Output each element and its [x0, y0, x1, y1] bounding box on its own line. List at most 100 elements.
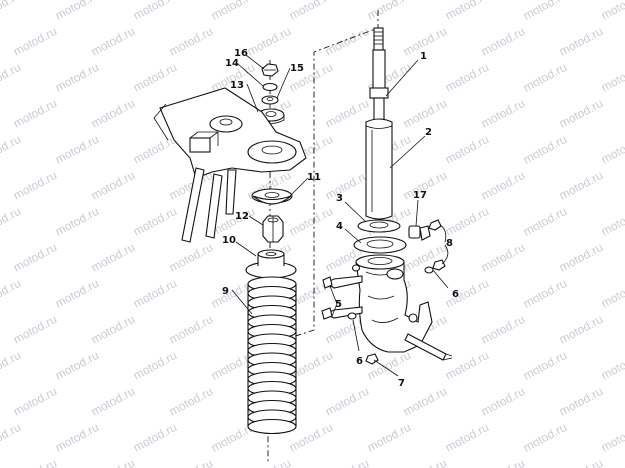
watermark-text: motod.ru: [0, 60, 23, 95]
watermark-text: motod.ru: [557, 24, 605, 59]
watermark-text: motod.ru: [11, 24, 59, 59]
watermark-text: motod.ru: [521, 60, 569, 95]
watermark-text: motod.ru: [11, 384, 59, 419]
watermark-text: motod.ru: [443, 420, 491, 455]
watermark-text: motod.ru: [89, 456, 137, 468]
watermark-text: motod.ru: [0, 0, 23, 23]
watermark-text: motod.ru: [479, 456, 527, 468]
callout-2: 2: [425, 127, 432, 138]
callout-15: 15: [290, 63, 304, 74]
watermark-text: motod.ru: [443, 276, 491, 311]
coil-spring: [247, 276, 297, 435]
watermark-text: motod.ru: [0, 132, 23, 167]
watermark-text: motod.ru: [167, 456, 215, 468]
watermark-text: motod.ru: [479, 312, 527, 347]
watermark-text: motod.ru: [131, 60, 179, 95]
watermark-text: motod.ru: [521, 204, 569, 239]
callout-7: 7: [398, 378, 405, 389]
spring-outline: [247, 284, 297, 427]
callout-17: 17: [413, 190, 427, 201]
watermark-text: motod.ru: [167, 24, 215, 59]
watermark-text: motod.ru: [245, 456, 293, 468]
watermark-text: motod.ru: [323, 168, 371, 203]
watermark-text: motod.ru: [443, 60, 491, 95]
watermark-text: motod.ru: [599, 132, 625, 167]
strut-shock-absorber: [365, 27, 393, 220]
watermark-text: motod.ru: [479, 24, 527, 59]
callout-11: 11: [307, 172, 321, 183]
watermark-text: motod.ru: [521, 348, 569, 383]
spindle-housing: [355, 254, 453, 361]
callout-9: 9: [222, 286, 229, 297]
callout-10: 10: [222, 235, 236, 246]
watermark-text: motod.ru: [89, 168, 137, 203]
watermark-text: motod.ru: [401, 456, 449, 468]
callout-16: 16: [234, 48, 248, 59]
watermark-text: motod.ru: [0, 348, 23, 383]
callout-6-right: 6: [452, 289, 459, 300]
watermark-text: motod.ru: [599, 348, 625, 383]
watermark-text: motod.ru: [131, 204, 179, 239]
watermark-text: motod.ru: [443, 204, 491, 239]
watermark-text: motod.ru: [89, 96, 137, 131]
watermark-text: motod.ru: [131, 0, 179, 23]
watermark-text: motod.ru: [0, 276, 23, 311]
frame-bracket: [153, 87, 307, 243]
watermark-text: motod.ru: [557, 456, 605, 468]
watermark-text: motod.ru: [479, 384, 527, 419]
watermark-text: motod.ru: [11, 96, 59, 131]
callout-13: 13: [230, 80, 244, 91]
watermark-text: motod.ru: [323, 24, 371, 59]
callout-1: 1: [420, 51, 427, 62]
watermark-text: motod.ru: [443, 132, 491, 167]
watermark-text: motod.ru: [89, 384, 137, 419]
watermark-text: motod.ru: [479, 96, 527, 131]
callout-4: 4: [336, 221, 343, 232]
watermark-text: motod.ru: [53, 204, 101, 239]
spring-seat: [251, 188, 293, 205]
watermark-text: motod.ru: [53, 60, 101, 95]
watermark-text: motod.ru: [557, 240, 605, 275]
watermark-text: motod.ru: [287, 204, 335, 239]
watermark-text: motod.ru: [131, 132, 179, 167]
watermark-text: motod.ru: [599, 204, 625, 239]
watermark-text: motod.ru: [287, 0, 335, 23]
watermark-text: motod.ru: [323, 96, 371, 131]
watermark-text: motod.ru: [521, 132, 569, 167]
callout-labels: 1 2 3 4 5 6 6 7 8 9 10 11 12 13 14 15 16…: [222, 48, 459, 389]
watermark-text: motod.ru: [557, 168, 605, 203]
watermark-text: motod.ru: [479, 240, 527, 275]
watermark-text: motod.ru: [365, 0, 413, 23]
watermark-text: motod.ru: [599, 276, 625, 311]
callout-12: 12: [235, 211, 249, 222]
watermark-text: motod.ru: [443, 0, 491, 23]
watermark-text: motod.ru: [443, 348, 491, 383]
watermark-text: motod.ru: [209, 0, 257, 23]
watermark-text: motod.ru: [89, 240, 137, 275]
spring-seat-washer: [357, 219, 401, 233]
watermark-text: motod.ru: [245, 24, 293, 59]
watermark-text: motod.ru: [167, 312, 215, 347]
watermark-text: motod.ru: [599, 0, 625, 23]
callout-8: 8: [446, 238, 453, 249]
callout-3: 3: [336, 193, 343, 204]
watermark-text: motod.ru: [323, 384, 371, 419]
callout-5: 5: [335, 299, 342, 310]
watermark-text: motod.ru: [0, 420, 23, 455]
watermark-text: motod.ru: [89, 312, 137, 347]
watermark-text: motod.ru: [557, 312, 605, 347]
watermark-text: motod.ru: [11, 312, 59, 347]
watermark-text: motod.ru: [53, 0, 101, 23]
watermark-text: motod.ru: [131, 420, 179, 455]
lock-nut: [262, 215, 284, 243]
watermark-text: motod.ru: [11, 168, 59, 203]
watermark-text: motod.ru: [167, 240, 215, 275]
watermark-text: motod.ru: [479, 168, 527, 203]
spring-cap: [245, 249, 297, 279]
watermark-text: motod.ru: [521, 276, 569, 311]
watermark-text: motod.ru: [0, 204, 23, 239]
watermark-text: motod.ru: [521, 420, 569, 455]
watermark-text: motod.ru: [323, 456, 371, 468]
strut-sleeve: [353, 236, 407, 254]
